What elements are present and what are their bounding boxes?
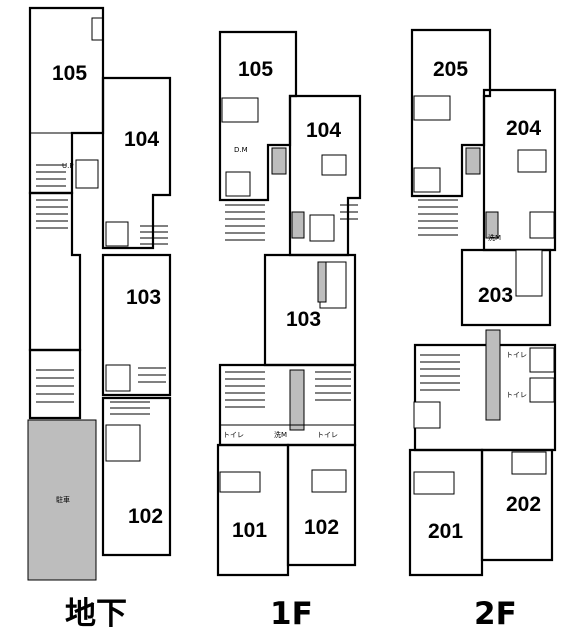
1f-toilet-label-right: トイレ xyxy=(317,431,338,439)
floor-label-2f: 2F xyxy=(474,596,517,632)
2f-room-205: 205 xyxy=(433,58,468,81)
2f-204-bath xyxy=(529,211,555,239)
2f-toilet-label-b: トイレ xyxy=(506,391,527,399)
1f-105-kitchen xyxy=(221,97,259,123)
1f-room-105: 105 xyxy=(238,58,273,81)
basement-parking xyxy=(27,419,97,581)
1f-unit-101-walls xyxy=(216,443,290,577)
2f-room-202: 202 xyxy=(506,493,541,516)
basement-unit-104-walls xyxy=(101,76,172,250)
2f-washers xyxy=(485,329,501,421)
basement-plan: 駐車 U.P 105 104 103 102 xyxy=(27,6,172,581)
1f-unit-102-walls xyxy=(286,443,357,567)
1f-105-bath xyxy=(225,171,251,197)
2f-204-washer xyxy=(485,211,499,239)
1f-washers xyxy=(289,369,305,431)
2f-203-bath xyxy=(515,249,543,297)
1f-dm-label: D.M xyxy=(234,146,248,154)
basement-102-bath xyxy=(105,424,141,462)
2f-205-bath xyxy=(413,167,441,193)
2f-unit-202-walls xyxy=(480,448,554,562)
basement-105-stairs xyxy=(36,164,66,187)
1f-104-bath xyxy=(309,214,335,242)
2f-204-kitchen xyxy=(517,149,547,173)
1f-room-103: 103 xyxy=(286,308,321,331)
2f-205-washer xyxy=(465,147,481,175)
basement-parking-label: 駐車 xyxy=(56,495,70,504)
1f-washer-label: 洗M xyxy=(274,430,287,439)
1f-104-washer xyxy=(291,211,305,239)
2f-stairs-upper xyxy=(418,199,458,236)
basement-105-bath xyxy=(75,159,99,189)
basement-104-bath xyxy=(105,221,129,247)
2f-202-kitchen xyxy=(511,451,547,475)
2f-toilet-label-a: トイレ xyxy=(506,351,527,359)
2f-201-kitchen xyxy=(413,471,455,495)
1f-101-kitchen xyxy=(219,471,261,493)
1f-stairs-upper xyxy=(225,204,265,241)
basement-103-bath xyxy=(105,364,131,392)
second-floor-plan: トイレ トイレ 洗M 205 204 203 201 202 xyxy=(408,28,557,577)
1f-room-102: 102 xyxy=(304,516,339,539)
basement-room-105: 105 xyxy=(52,62,87,85)
2f-stairs-lower xyxy=(420,354,460,391)
2f-washer-label: 洗M xyxy=(488,233,501,242)
first-floor-plan: トイレ トイレ 洗M D.M 105 104 103 101 102 xyxy=(216,30,362,577)
1f-stairs-lower xyxy=(225,371,265,408)
basement-up-label: U.P xyxy=(62,162,74,170)
2f-room-204: 204 xyxy=(506,117,541,140)
floor-label-1f: 1F xyxy=(270,596,313,632)
floor-label-basement: 地下 xyxy=(65,596,127,632)
2f-unit-201-walls xyxy=(408,448,484,577)
basement-room-103: 103 xyxy=(126,286,161,309)
2f-room-201: 201 xyxy=(428,520,463,543)
1f-102-kitchen xyxy=(311,469,347,493)
basement-stair-2 xyxy=(28,348,82,420)
1f-room-101: 101 xyxy=(232,519,267,542)
1f-room-104: 104 xyxy=(306,119,341,142)
1f-toilet-label-left: トイレ xyxy=(223,431,244,439)
1f-104-kitchen xyxy=(321,154,347,176)
basement-room-104: 104 xyxy=(124,128,159,151)
basement-105-closet xyxy=(91,17,104,41)
1f-105-washer xyxy=(271,147,287,175)
basement-corridor xyxy=(28,191,82,352)
2f-room-203: 203 xyxy=(478,284,513,307)
2f-unit-204-walls xyxy=(482,88,557,252)
basement-unit-103-walls xyxy=(101,253,172,397)
2f-205-kitchen xyxy=(413,95,451,121)
basement-room-102: 102 xyxy=(128,505,163,528)
basement-unit-102-walls xyxy=(101,396,172,557)
